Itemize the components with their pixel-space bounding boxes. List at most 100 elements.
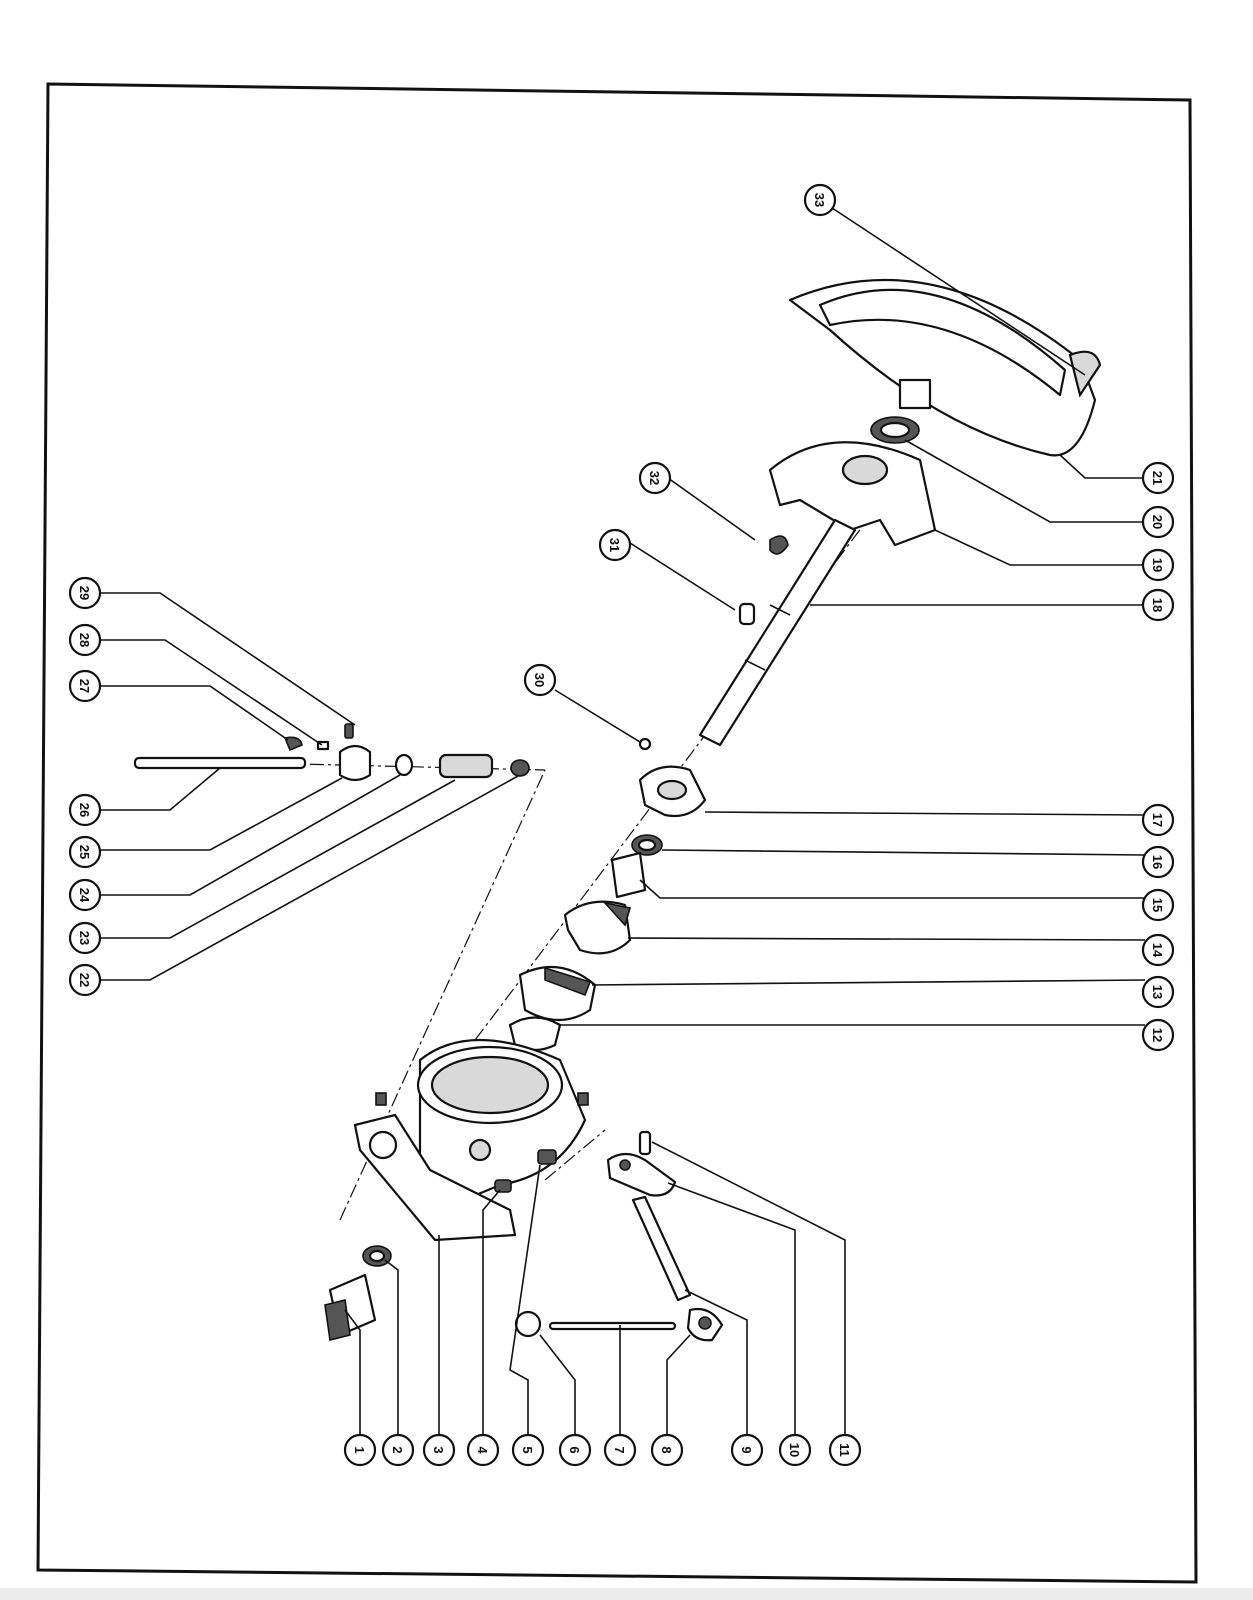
part-16-washer — [631, 834, 663, 856]
part-14-cam-hub — [563, 900, 632, 955]
callout-circle — [1141, 933, 1175, 967]
callout-24: 24 — [68, 878, 102, 912]
callout-circle — [68, 669, 102, 703]
callout-label: 33 — [812, 193, 827, 207]
leader-lines — [100, 199, 1146, 1435]
part-26-shaft — [133, 756, 307, 770]
part-3-housing — [353, 1039, 587, 1242]
callout-circle — [558, 1433, 592, 1467]
callout-2: 2 — [381, 1433, 415, 1467]
callout-19: 19 — [1141, 548, 1175, 582]
callout-circle — [1141, 845, 1175, 879]
callout-circle — [730, 1433, 764, 1467]
callout-9: 9 — [730, 1433, 764, 1467]
callout-circle — [1141, 803, 1175, 837]
part-23-worm — [438, 753, 494, 779]
part-25-collar — [338, 744, 372, 782]
callout-label: 14 — [1150, 943, 1165, 958]
callout-circle — [803, 183, 837, 217]
callout-label: 15 — [1150, 898, 1165, 912]
callout-label: 31 — [607, 538, 622, 552]
part-7-rod — [548, 1321, 677, 1331]
callout-label: 20 — [1150, 515, 1165, 529]
part-30-pin — [638, 737, 652, 751]
scan-bottom-strip — [0, 1588, 1253, 1600]
part-6-ball — [514, 1310, 542, 1338]
callout-circle — [1141, 888, 1175, 922]
callout-circle — [1141, 1018, 1175, 1052]
callout-circle — [68, 963, 102, 997]
callout-label: 27 — [77, 679, 92, 693]
part-22-nut — [510, 759, 530, 777]
diagram-frame — [36, 82, 1198, 1584]
callout-circle — [422, 1433, 456, 1467]
part-24-washer — [394, 753, 414, 777]
callout-circle — [1141, 975, 1175, 1009]
callout-label: 22 — [77, 973, 92, 987]
callout-30: 30 — [523, 663, 557, 697]
callout-circle — [511, 1433, 545, 1467]
callout-label: 12 — [1150, 1028, 1165, 1042]
callout-circle — [1141, 461, 1175, 495]
part-32-key — [769, 535, 789, 555]
callout-circle — [68, 793, 102, 827]
callout-circle — [466, 1433, 500, 1467]
callout-circle — [343, 1433, 377, 1467]
callout-label: 11 — [837, 1443, 852, 1457]
callout-label: 6 — [567, 1446, 582, 1453]
part-15-sleeve — [610, 851, 647, 899]
callout-5: 5 — [511, 1433, 545, 1467]
callout-32: 32 — [638, 461, 672, 495]
callout-circle — [68, 835, 102, 869]
part-29-spring — [344, 723, 354, 739]
callout-label: 25 — [77, 845, 92, 859]
callout-label: 3 — [431, 1446, 446, 1453]
callout-8: 8 — [650, 1433, 684, 1467]
callout-label: 18 — [1150, 598, 1165, 612]
callout-29: 29 — [68, 576, 102, 610]
part-9-pin-rod — [631, 1195, 692, 1302]
part-2-bushing — [362, 1245, 392, 1267]
callout-label: 7 — [612, 1446, 627, 1453]
callout-label: 2 — [390, 1446, 405, 1453]
callout-label: 19 — [1150, 558, 1165, 572]
callout-12: 12 — [1141, 1018, 1175, 1052]
callout-3: 3 — [422, 1433, 456, 1467]
callout-label: 9 — [739, 1446, 754, 1453]
set-screws — [375, 1092, 589, 1106]
callout-circle — [1141, 548, 1175, 582]
callout-22: 22 — [68, 963, 102, 997]
callout-label: 10 — [787, 1443, 802, 1457]
part-8-lever-end — [686, 1307, 724, 1342]
part-13-gear — [518, 965, 597, 1021]
callout-circle — [638, 461, 672, 495]
part-5-fitting — [537, 1149, 557, 1165]
callout-circle — [650, 1433, 684, 1467]
callout-label: 17 — [1150, 813, 1165, 827]
callout-circle — [603, 1433, 637, 1467]
part-27-key — [283, 736, 303, 752]
callout-label: 16 — [1150, 855, 1165, 869]
callout-label: 28 — [77, 633, 92, 647]
callout-17: 17 — [1141, 803, 1175, 837]
callout-label: 8 — [659, 1446, 674, 1453]
callout-label: 13 — [1150, 985, 1165, 999]
callout-33: 33 — [803, 183, 837, 217]
callout-label: 21 — [1150, 471, 1165, 485]
part-21-arc-guard — [788, 278, 1102, 457]
callout-label: 30 — [532, 673, 547, 687]
callout-20: 20 — [1141, 505, 1175, 539]
callout-13: 13 — [1141, 975, 1175, 1009]
callout-label: 1 — [352, 1446, 367, 1453]
callout-label: 29 — [77, 586, 92, 600]
callout-circle — [68, 623, 102, 657]
part-1-pinion — [324, 1273, 377, 1341]
callout-circle — [1141, 588, 1175, 622]
callout-label: 23 — [77, 931, 92, 945]
callout-18: 18 — [1141, 588, 1175, 622]
part-19-segment-plate — [768, 441, 937, 547]
callout-circle — [828, 1433, 862, 1467]
callout-label: 26 — [77, 803, 92, 817]
callout-21: 21 — [1141, 461, 1175, 495]
